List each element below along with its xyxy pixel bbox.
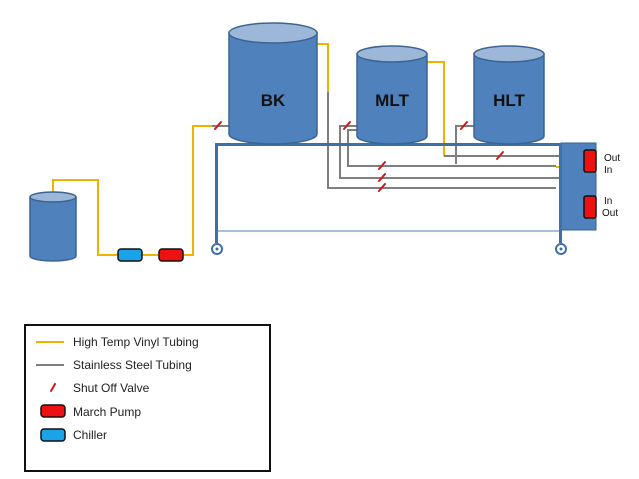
valve-bk xyxy=(214,121,222,130)
steel-tube-mlt-return xyxy=(347,129,556,167)
valve-mlt-return xyxy=(378,161,386,170)
vinyl-tube-pump-to-bk xyxy=(183,125,230,256)
port-label-upper-out: Out xyxy=(604,153,620,164)
valve-hlt xyxy=(460,121,468,130)
march-pump-upper xyxy=(583,149,597,173)
march-pump-floor xyxy=(158,248,184,262)
port-label-lower-in: In xyxy=(604,196,612,207)
steel-tube-hlt-drain xyxy=(455,125,474,164)
march-pump-lower xyxy=(583,195,597,219)
valve-mlt xyxy=(343,121,351,130)
legend-label-valve: Shut Off Valve xyxy=(73,381,150,395)
vinyl-tube-to-bk xyxy=(52,179,118,256)
tank-bk: BK xyxy=(228,22,318,145)
legend-swatch-chiller xyxy=(40,428,66,442)
tank-mlt: MLT xyxy=(356,45,428,145)
legend-label-vinyl: High Temp Vinyl Tubing xyxy=(73,335,199,349)
legend-swatch-pump xyxy=(40,404,66,418)
shut-off-valves xyxy=(214,121,504,192)
legend-label-pump: March Pump xyxy=(73,405,141,419)
caster-left-hub xyxy=(215,247,219,251)
valve-mlt-drain xyxy=(378,173,386,182)
legend: High Temp Vinyl Tubing Stainless Steel T… xyxy=(24,324,271,472)
chiller xyxy=(117,248,143,262)
valve-hlt-return xyxy=(496,151,504,160)
legend-label-steel: Stainless Steel Tubing xyxy=(73,358,192,372)
valve-bk-drain xyxy=(378,183,386,192)
legend-label-chiller: Chiller xyxy=(73,428,107,442)
frame-left-leg xyxy=(215,143,218,243)
tank-hlt: HLT xyxy=(473,45,545,145)
steel-tube-mlt-drain xyxy=(339,125,560,179)
tank-label-mlt: MLT xyxy=(375,91,409,110)
tank-small xyxy=(29,191,77,262)
tank-label-hlt: HLT xyxy=(493,91,525,110)
frame-right-leg xyxy=(559,143,562,243)
port-label-upper-in: In xyxy=(604,165,612,176)
port-label-lower-out: Out xyxy=(602,208,618,219)
tank-label-bk: BK xyxy=(261,91,286,110)
legend-box xyxy=(24,324,271,472)
legend-swatch-valve xyxy=(50,383,56,392)
steel-tube-bk-drain xyxy=(327,92,556,189)
caster-right-hub xyxy=(559,247,563,251)
vinyl-tube-bk-outlet xyxy=(316,43,329,92)
vinyl-tube-mlt-outlet xyxy=(427,61,445,156)
stand-frame xyxy=(211,142,597,255)
